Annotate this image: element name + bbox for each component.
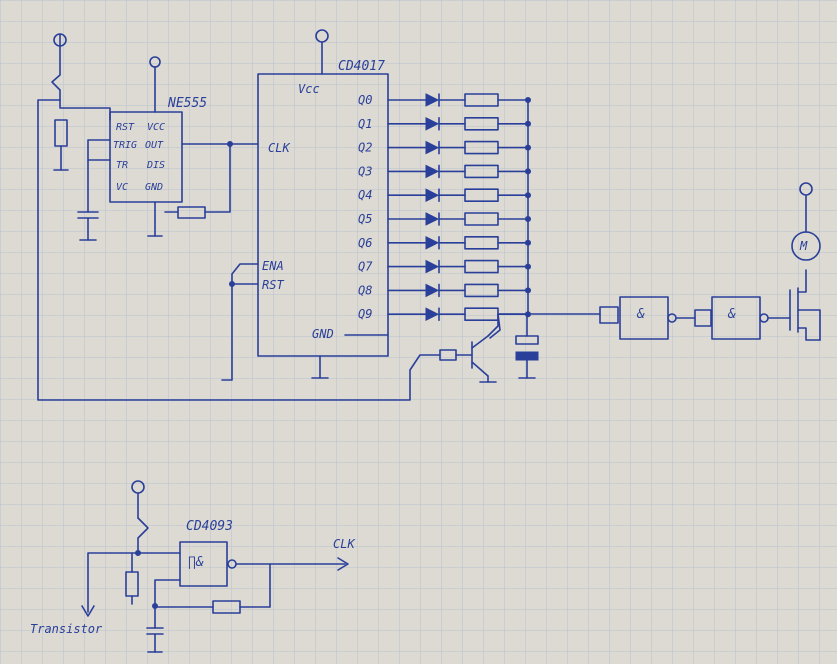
and-gate-1-symbol: &	[636, 307, 645, 322]
clk-output-label: CLK	[333, 537, 355, 551]
cd4017-rst-pin: RST	[262, 278, 284, 292]
q-label-q0: Q0	[358, 93, 372, 107]
q-label-q3: Q3	[358, 164, 372, 178]
diode-icon	[425, 188, 440, 203]
output-row-q4	[387, 188, 531, 203]
output-row-q3	[387, 164, 531, 179]
ne555-chip	[109, 111, 183, 203]
reset-wire	[37, 99, 441, 401]
diode-icon	[425, 307, 440, 322]
ne555-section: NE555 RST VCC TRIG OUT TR DIS VC GND	[37, 33, 441, 401]
q-label-q1: Q1	[358, 117, 372, 131]
diode-icon	[425, 93, 440, 107]
cd4093-section: Transistor ∏& CD4093 CLK	[30, 480, 355, 653]
cd4017-label: CD4017	[338, 59, 385, 74]
pin-gnd: GND	[145, 182, 163, 193]
diode-icon	[425, 283, 440, 298]
diode-icon	[425, 235, 440, 250]
ne555-label: NE555	[167, 96, 207, 111]
transistor-arrow-icon	[81, 605, 95, 617]
gate2-input	[694, 309, 712, 327]
switch-symbol	[137, 517, 149, 554]
diode-icon	[425, 164, 440, 179]
cd4017-clk-pin: CLK	[268, 141, 290, 155]
diode-icon	[425, 259, 440, 274]
output-stage: & & M	[439, 99, 821, 383]
bus-capacitor-bottom	[515, 351, 539, 361]
transistor-label: Transistor	[30, 622, 103, 636]
and-gate-2-symbol: &	[727, 307, 736, 322]
output-row-q7	[387, 259, 531, 274]
q-label-q7: Q7	[358, 260, 373, 274]
schmitt-nand-gate	[179, 541, 228, 587]
schmitt-nand-symbol: ∏&	[188, 555, 204, 570]
pin-dis: DIS	[146, 160, 165, 171]
switch-symbol	[51, 45, 61, 101]
q-label-q4: Q4	[358, 188, 372, 202]
pin-trig: TRIG	[113, 140, 137, 151]
q-label-q9: Q9	[358, 307, 372, 321]
cd4017-gnd-pin: GND	[312, 327, 334, 341]
pin-vcc: VCC	[147, 122, 165, 133]
pin-out: OUT	[145, 140, 164, 151]
pin-vc: VC	[116, 182, 128, 193]
q-label-q8: Q8	[358, 283, 372, 297]
cd4017-chip	[257, 73, 389, 357]
diode-icon	[425, 116, 440, 131]
cd4017-ena-pin: ENA	[262, 259, 284, 273]
pin-rst: RST	[116, 122, 135, 133]
motor-label: M	[799, 239, 808, 253]
q-label-q2: Q2	[358, 141, 372, 155]
q-label-q6: Q6	[358, 236, 372, 250]
gate1-input	[599, 306, 619, 324]
cd4017-vcc-pin: Vcc	[298, 82, 320, 96]
cd4093-label: CD4093	[186, 519, 233, 534]
diode-icon	[425, 140, 440, 155]
diode-icon	[425, 212, 440, 226]
output-row-q1	[387, 116, 531, 131]
q-label-q5: Q5	[358, 212, 372, 226]
clk-output-arrow-icon	[337, 557, 349, 571]
vcc-terminal-icon	[799, 182, 813, 196]
output-row-q0	[387, 93, 531, 107]
pin-tr: TR	[116, 160, 128, 171]
